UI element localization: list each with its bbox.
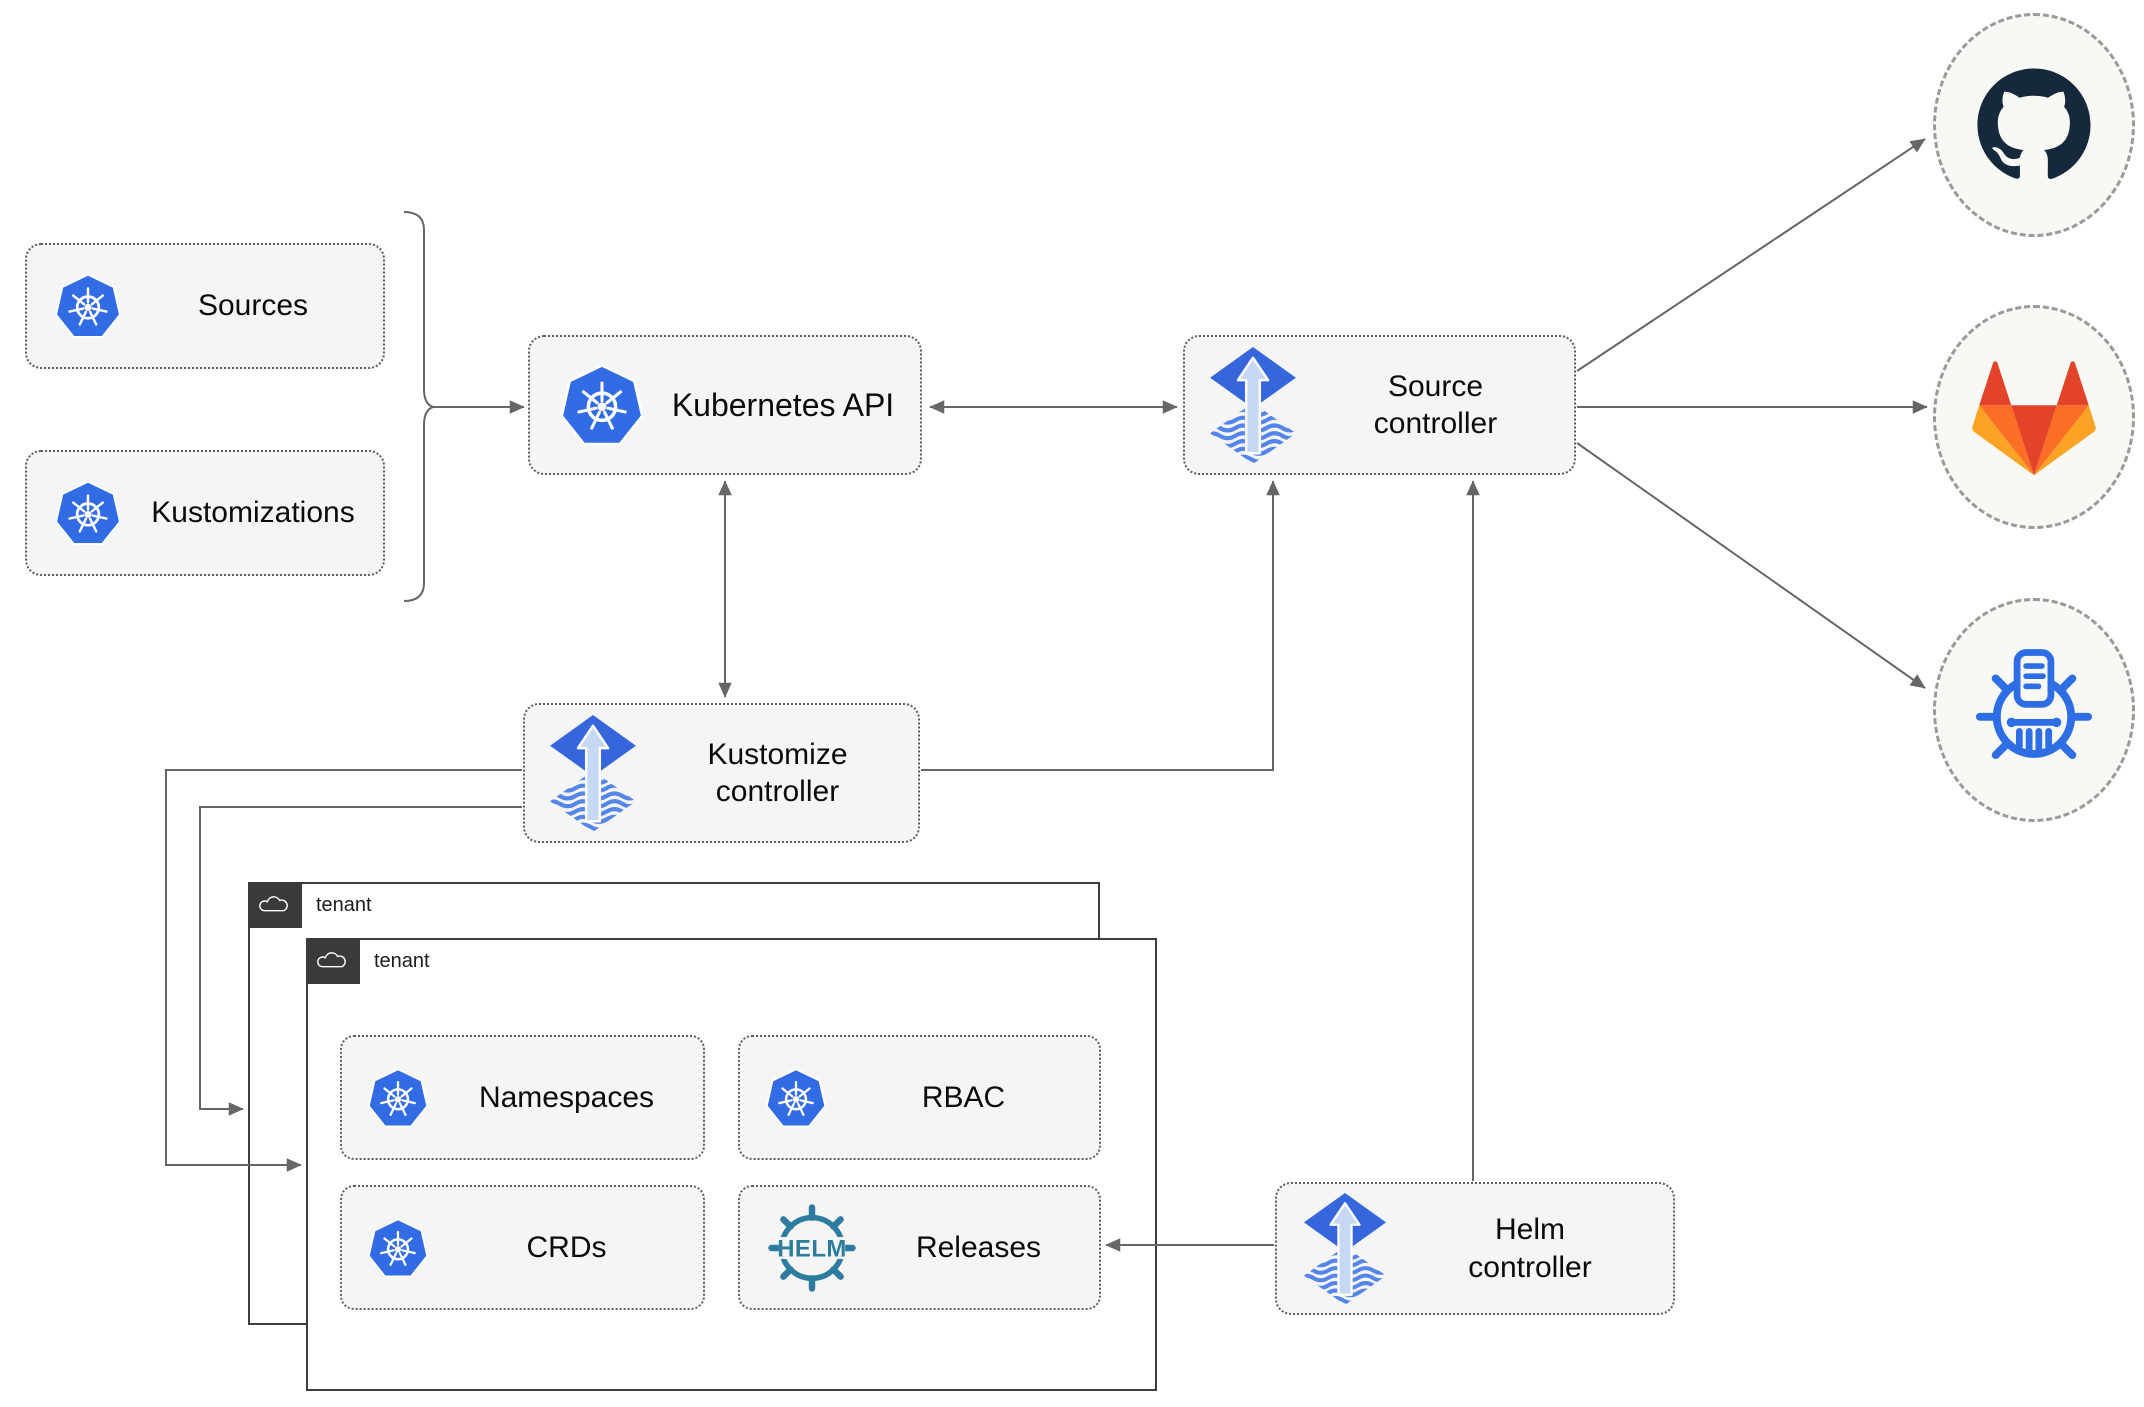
endpoint-chartmuseum — [1933, 598, 2135, 822]
kubernetes-icon — [53, 478, 123, 548]
node-source-controller: Source controller — [1183, 335, 1576, 475]
arrow-source-to-chartmuseum — [1576, 442, 1926, 689]
node-kustomizations: Kustomizations — [25, 450, 385, 576]
cloud-icon — [259, 896, 288, 912]
node-label: Helm controller — [1468, 1213, 1592, 1284]
node-sources: Sources — [25, 243, 385, 369]
tenant-tab — [248, 882, 302, 928]
flux-icon — [549, 715, 637, 832]
tenant-label: tenant — [316, 893, 372, 916]
node-releases: HELM Releases — [738, 1185, 1101, 1310]
github-icon — [1977, 68, 2091, 179]
tenant-label: tenant — [374, 949, 430, 972]
chartmuseum-icon — [1975, 649, 2093, 760]
node-kubernetes-api: Kubernetes API — [528, 335, 922, 475]
tenant-tab — [306, 938, 360, 984]
flux-icon — [1303, 1193, 1387, 1305]
node-helm-controller: Helm controller — [1275, 1182, 1675, 1315]
node-label: Source controller — [1373, 369, 1498, 441]
kubernetes-icon — [366, 1066, 430, 1130]
endpoint-github — [1933, 13, 2135, 237]
arrow-kustomize-to-source-controller — [921, 480, 1280, 771]
kubernetes-icon — [53, 271, 123, 341]
cloud-icon — [317, 952, 346, 968]
brace-sources-group — [403, 211, 437, 602]
node-label: Releases — [915, 1230, 1042, 1264]
helm-logo-text: HELM — [777, 1235, 847, 1262]
gitlab-icon — [1972, 361, 2096, 476]
node-label: CRDs — [526, 1230, 607, 1264]
helm-icon: HELM — [766, 1202, 858, 1294]
kubernetes-icon — [366, 1216, 430, 1280]
kubernetes-icon — [764, 1066, 828, 1130]
node-kustomize-controller: Kustomize controller — [523, 703, 920, 843]
node-label: Sources — [197, 289, 309, 323]
node-crds: CRDs — [340, 1185, 705, 1310]
node-rbac: RBAC — [738, 1035, 1101, 1160]
flux-icon — [1209, 347, 1297, 464]
endpoint-gitlab — [1933, 305, 2135, 529]
tenant-box-front: tenant — [306, 938, 1157, 1391]
node-namespaces: Namespaces — [340, 1035, 705, 1160]
node-label: Kubernetes API — [671, 387, 895, 423]
node-label: Kustomizations — [151, 496, 355, 530]
node-label: Namespaces — [478, 1080, 655, 1114]
kubernetes-icon — [558, 361, 646, 449]
node-label: RBAC — [921, 1080, 1006, 1114]
arrow-source-to-github — [1576, 138, 1926, 372]
node-label: Kustomize controller — [707, 737, 848, 809]
